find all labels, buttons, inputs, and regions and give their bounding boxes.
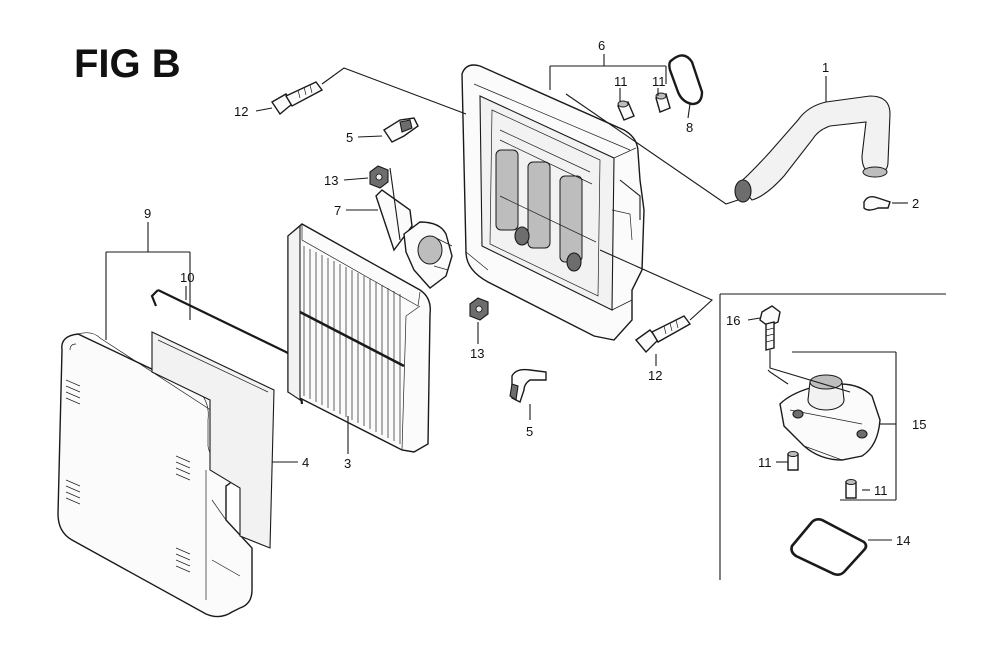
part-9-cover bbox=[57, 332, 253, 618]
callout-3: 3 bbox=[344, 456, 351, 471]
callout-8: 8 bbox=[686, 120, 693, 135]
leader-lines bbox=[105, 54, 908, 541]
part-7-bracket bbox=[375, 189, 453, 289]
callout-12-lower: 12 bbox=[648, 368, 662, 383]
callout-4: 4 bbox=[302, 455, 309, 470]
callout-9: 9 bbox=[144, 206, 151, 221]
cover-vent-slots bbox=[65, 379, 191, 573]
callout-labels: 6 11 11 8 1 2 12 5 13 7 9 10 4 3 13 5 12… bbox=[144, 38, 926, 548]
part-11-pin-b bbox=[655, 92, 671, 113]
callout-11-a: 11 bbox=[614, 74, 628, 89]
part-13-nut-upper bbox=[369, 165, 389, 189]
callout-2: 2 bbox=[912, 196, 919, 211]
callout-5-lower: 5 bbox=[526, 424, 533, 439]
part-15-breather-housing bbox=[779, 374, 881, 461]
part-5-clip-upper bbox=[383, 117, 419, 143]
part-5-clip-lower bbox=[509, 368, 547, 403]
callout-11-b: 11 bbox=[652, 74, 666, 89]
part-8-gasket-ring bbox=[668, 54, 704, 106]
callout-11-d: 11 bbox=[874, 483, 888, 498]
part-11-pin-a bbox=[617, 100, 635, 121]
part-1-tube bbox=[734, 95, 891, 203]
callout-12-upper: 12 bbox=[234, 104, 248, 119]
part-11-pin-d bbox=[845, 479, 857, 499]
inset-panel bbox=[719, 293, 946, 580]
part-2-clip bbox=[863, 195, 891, 211]
part-12-bolt-lower bbox=[634, 315, 692, 354]
part-12-bolt-upper bbox=[271, 81, 324, 116]
part-16-bolt bbox=[759, 305, 781, 351]
callout-7: 7 bbox=[334, 203, 341, 218]
callout-16: 16 bbox=[726, 313, 740, 328]
callout-6: 6 bbox=[598, 38, 605, 53]
part-3-paper-element bbox=[287, 223, 431, 453]
paper-pleats bbox=[299, 246, 405, 444]
figure-title: FIG B bbox=[74, 42, 181, 86]
part-13-nut-lower bbox=[469, 297, 489, 321]
callout-13-upper: 13 bbox=[324, 173, 338, 188]
part-4-foam-element bbox=[151, 331, 275, 549]
part-11-pin-c bbox=[787, 451, 799, 471]
callout-10: 10 bbox=[180, 270, 194, 285]
callout-13-lower: 13 bbox=[470, 346, 484, 361]
callout-5-upper: 5 bbox=[346, 130, 353, 145]
part-6-case bbox=[461, 64, 645, 341]
callout-1: 1 bbox=[822, 60, 829, 75]
callout-14: 14 bbox=[896, 533, 910, 548]
callout-11-c: 11 bbox=[758, 455, 772, 470]
callout-15: 15 bbox=[912, 417, 926, 432]
part-14-gasket bbox=[790, 518, 868, 576]
